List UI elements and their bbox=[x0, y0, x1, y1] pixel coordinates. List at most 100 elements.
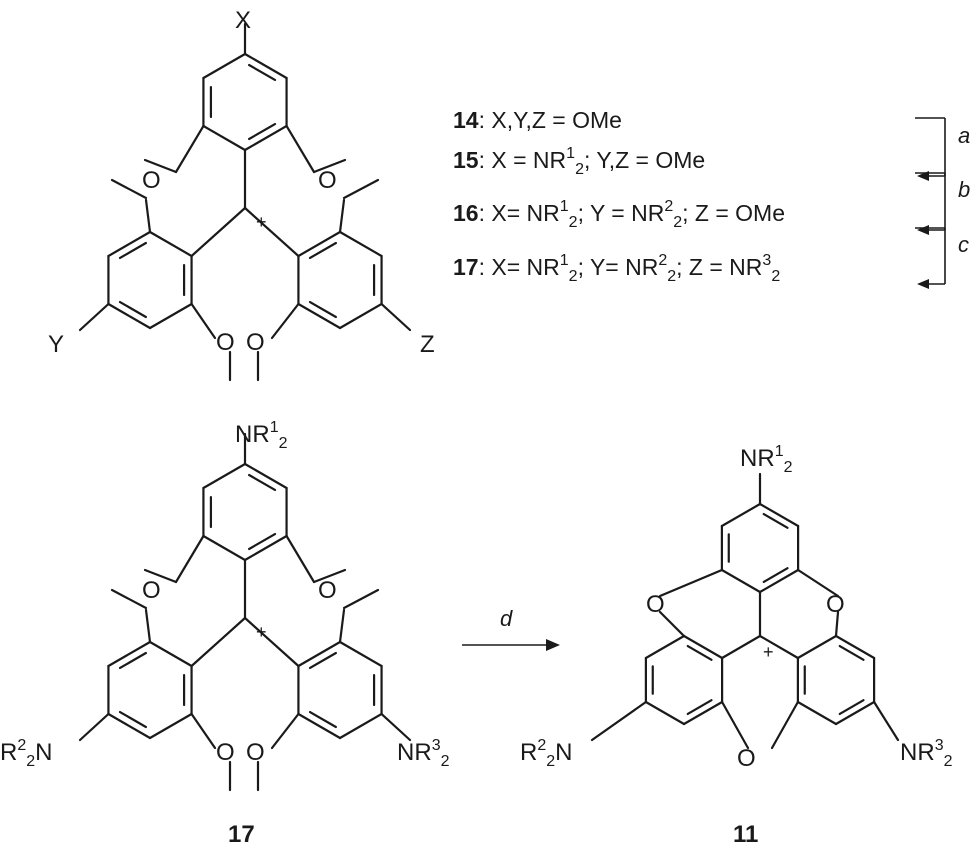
cation-14-17-top-ring-bond bbox=[202, 124, 247, 152]
tota-right-ring-bond bbox=[796, 634, 838, 660]
step-arrow-head bbox=[917, 279, 929, 289]
step-label-a: a bbox=[958, 123, 970, 148]
tota-left-ring-double-bond bbox=[686, 699, 713, 716]
tota-right-ring-bond bbox=[834, 634, 876, 660]
cation-17-left-ring-bond bbox=[148, 640, 193, 668]
methoxy-oxygen: O bbox=[216, 329, 235, 356]
tota-right-ring-double-bond bbox=[838, 699, 865, 716]
cation-17-top-ring-bond bbox=[243, 462, 288, 490]
arrows bbox=[462, 117, 946, 651]
cation-14-17-ome-bond bbox=[285, 124, 316, 174]
cation-14-17-y-bond bbox=[78, 302, 110, 332]
methoxy-oxygen: O bbox=[142, 167, 161, 194]
r2-2n-left-label: R22N bbox=[0, 737, 53, 770]
cation-17-top-ring-bond bbox=[243, 534, 288, 562]
methoxy-oxygen: O bbox=[318, 577, 337, 604]
cation-14-17-left-ring-bond bbox=[148, 302, 193, 330]
bridge-oxygen-left: O bbox=[646, 591, 665, 618]
tota-top-ring-bond bbox=[720, 568, 762, 594]
cation-17-ome-bond bbox=[342, 588, 380, 610]
cation-14-17-ome-bond bbox=[342, 178, 380, 200]
cation-17-ome-bond bbox=[312, 568, 347, 584]
tota-top-ring-double-bond bbox=[762, 567, 789, 584]
tota-o-bridge bbox=[770, 700, 799, 750]
tota-left-ring-bond bbox=[644, 700, 686, 726]
cation-17-ome-bond bbox=[144, 608, 152, 644]
nr1-2-top-label: NR12 bbox=[235, 419, 288, 452]
bridge-oxygen-bottom: O bbox=[737, 745, 756, 772]
methoxy-oxygen: O bbox=[246, 329, 265, 356]
tota-top-ring-double-bond bbox=[762, 512, 789, 529]
cation-17-ome-bond bbox=[338, 608, 346, 644]
methoxy-oxygens-top: O O O O O O bbox=[142, 167, 337, 356]
cation-17-top-ring-bond bbox=[202, 462, 247, 490]
atom-labels: X Y Z + O O O O O O NR12 R22N NR32 + O O… bbox=[0, 7, 970, 848]
nr1-2-top-label-11: NR12 bbox=[740, 443, 793, 476]
step-arrow-head bbox=[917, 225, 929, 235]
methoxy-oxygen: O bbox=[216, 739, 235, 766]
compound-number-17: 17 bbox=[228, 821, 255, 848]
legend-row-16: 16: X= NR12; Y = NR22; Z = OMe bbox=[453, 198, 785, 231]
cation-17-left-ring-bond bbox=[107, 712, 152, 740]
cation-14-17-left-ring-double-bond bbox=[118, 300, 148, 319]
tota-top-ring-bond bbox=[720, 502, 762, 528]
cation-17-top-ring-double-bond bbox=[247, 473, 277, 492]
reaction-arrow-label: d bbox=[500, 606, 513, 631]
tota-nr3-bond bbox=[873, 700, 900, 742]
cation-14-17-ome-bond bbox=[143, 158, 178, 174]
cation-14-17-central-bond bbox=[243, 206, 300, 258]
r2-2n-left-label-11: R22N bbox=[520, 737, 573, 770]
cation-14-17-ome-bond bbox=[174, 124, 205, 174]
cation-14-17-right-ring-bond bbox=[297, 230, 342, 258]
tota-o-bridge bbox=[834, 610, 840, 638]
cation-14-17-ome-bond bbox=[110, 178, 148, 200]
carbocation-charge: + bbox=[256, 212, 267, 232]
cation-17-left-ring-bond bbox=[107, 640, 152, 668]
cation-14-17-left-ring-bond bbox=[107, 230, 152, 258]
tota-central-bond bbox=[721, 634, 762, 660]
cation-17-right-ring-double-bond bbox=[308, 710, 338, 729]
tota-left-ring-bond bbox=[644, 634, 686, 660]
cation-14-17-right-ring-double-bond bbox=[308, 300, 338, 319]
tota-o-bridge bbox=[658, 610, 686, 638]
cation-17-right-ring-bond bbox=[338, 640, 383, 668]
substituent-x: X bbox=[235, 7, 251, 34]
cation-14-17-ome-bond bbox=[338, 198, 346, 234]
tota-left-ring-double-bond bbox=[686, 644, 713, 661]
cation-14-17-ome-bond bbox=[144, 198, 152, 234]
tota-nr2-bond bbox=[590, 700, 647, 742]
cation-14-17-top-ring-bond bbox=[243, 124, 288, 152]
legend-row-15: 15: X = NR12; Y,Z = OMe bbox=[453, 145, 705, 178]
reaction-arrow-head bbox=[546, 639, 560, 651]
cation-14-17-right-ring-bond bbox=[297, 302, 342, 330]
cation-17-right-ring-double-bond bbox=[308, 651, 338, 670]
tota-left-ring-bond bbox=[682, 700, 724, 726]
cation-14-17-left-ring-double-bond bbox=[118, 241, 148, 260]
methoxy-oxygens-17: O O O O O O bbox=[142, 577, 337, 766]
cation-17-central-bond bbox=[243, 616, 300, 668]
compound-legend: 14: X,Y,Z = OMe 15: X = NR12; Y,Z = OMe … bbox=[453, 107, 970, 285]
cation-14-17-right-ring-double-bond bbox=[308, 241, 338, 260]
cation-14-17-z-bond bbox=[380, 302, 412, 332]
tota-central-bond bbox=[758, 634, 799, 660]
cation-17-top-ring-double-bond bbox=[247, 532, 277, 551]
nr3-2-right-label-11: NR32 bbox=[900, 737, 953, 770]
cation-17-z-bond bbox=[380, 712, 412, 742]
cation-17-left-ring-bond bbox=[148, 712, 193, 740]
cation-17-right-ring-bond bbox=[297, 712, 342, 740]
cation-14-17-right-ring-bond bbox=[338, 230, 383, 258]
cation-14-17-ome-bond bbox=[190, 302, 217, 340]
nr3-2-right-label: NR32 bbox=[397, 737, 450, 770]
compound-number-11: 11 bbox=[733, 821, 758, 848]
tota-right-ring-bond bbox=[834, 700, 876, 726]
cation-14-17-top-ring-bond bbox=[243, 52, 288, 80]
substituent-z: Z bbox=[420, 331, 435, 358]
tota-right-ring-double-bond bbox=[838, 644, 865, 661]
cation-17-ome-bond bbox=[110, 588, 148, 610]
step-label-b: b bbox=[958, 177, 970, 202]
cation-14-17-ome-bond bbox=[312, 158, 347, 174]
cation-14-17-central-bond bbox=[190, 206, 247, 258]
tota-right-ring-bond bbox=[796, 700, 838, 726]
